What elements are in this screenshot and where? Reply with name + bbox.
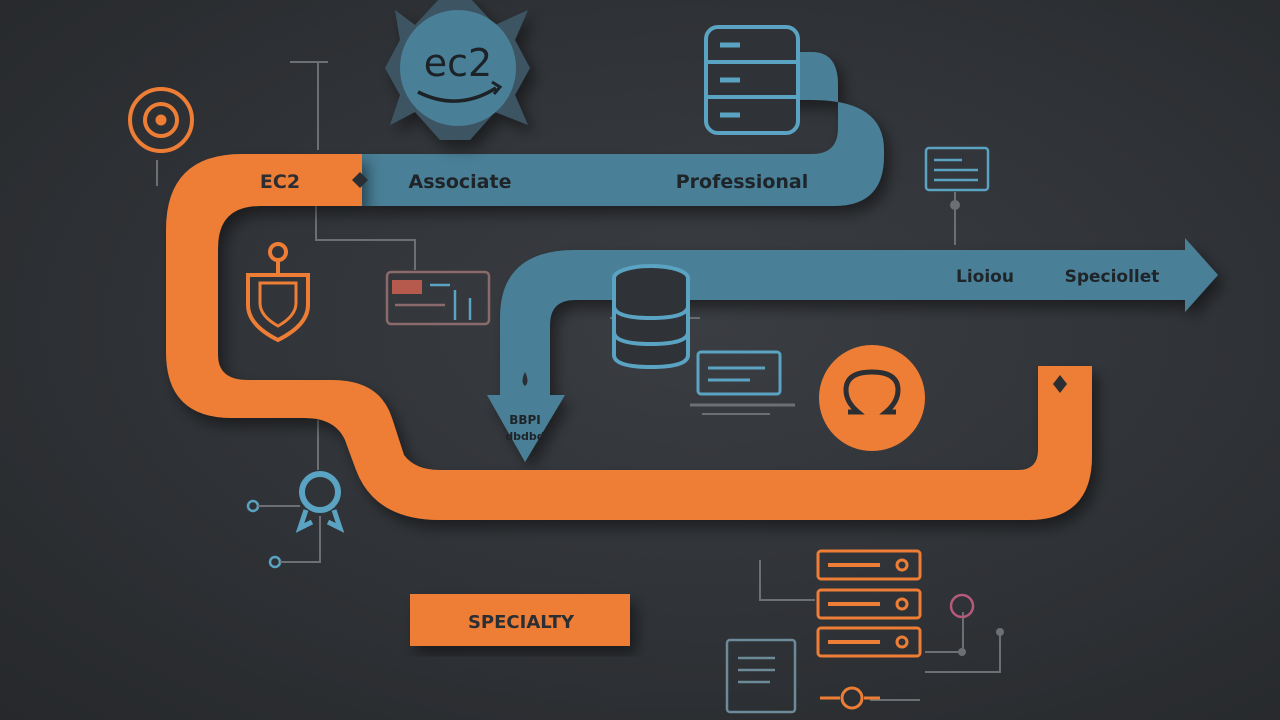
teal-track-top bbox=[362, 52, 884, 206]
specialty-banner bbox=[410, 594, 630, 646]
server-rack-icon bbox=[816, 549, 922, 710]
ribbon-icon bbox=[246, 471, 345, 569]
down-arrow-label-2: dbdbd bbox=[505, 430, 544, 443]
omega-icon bbox=[819, 345, 925, 451]
list-card-icon bbox=[924, 146, 990, 210]
database-icon bbox=[704, 25, 800, 135]
drop-marker bbox=[522, 372, 528, 386]
dashboard-icon bbox=[385, 270, 491, 326]
connector-dots bbox=[949, 593, 1004, 656]
middle-label-1: Lioiou bbox=[956, 267, 1014, 287]
database-icon bbox=[612, 264, 690, 370]
specialty-label: SPECIALTY bbox=[468, 612, 575, 633]
target-icon bbox=[128, 87, 194, 153]
diamond-marker bbox=[1053, 375, 1067, 393]
orange-track bbox=[166, 154, 1092, 520]
monitor-icon bbox=[690, 350, 795, 415]
associate-label: Associate bbox=[409, 171, 512, 193]
diamond-marker bbox=[352, 172, 368, 188]
down-arrow-label-1: BBPI bbox=[509, 413, 541, 427]
ec2-badge bbox=[385, 0, 530, 140]
ec2-badge-text: ec2 bbox=[424, 41, 492, 85]
shield-icon bbox=[246, 242, 310, 343]
professional-label: Professional bbox=[676, 171, 809, 193]
ec2-stage-label: EC2 bbox=[260, 171, 300, 193]
document-icon bbox=[725, 638, 797, 714]
middle-label-2: Speciollet bbox=[1065, 267, 1160, 287]
